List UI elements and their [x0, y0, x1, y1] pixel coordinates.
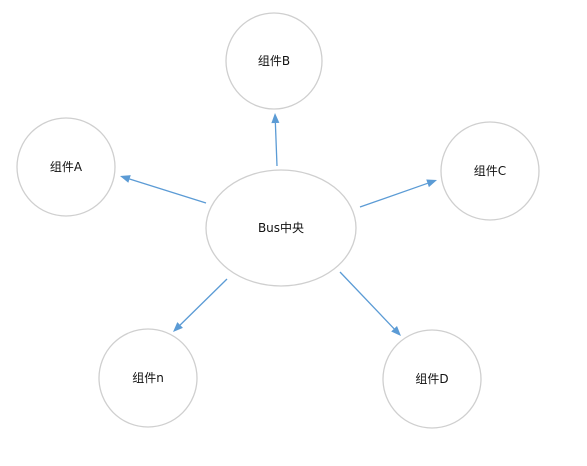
component-n-node: 组件n	[98, 328, 198, 428]
component-d-node: 组件D	[382, 329, 482, 429]
arrow-bus-to-comp-a	[120, 175, 207, 204]
arrow-bus-to-comp-d	[339, 271, 401, 336]
component-a-label: 组件A	[50, 160, 83, 174]
component-d-label: 组件D	[415, 372, 448, 386]
component-a-node: 组件A	[16, 117, 116, 217]
component-b-node: 组件B	[225, 12, 323, 110]
arrow-bus-to-comp-b	[271, 113, 280, 167]
arrow-bus-to-comp-c	[359, 179, 437, 208]
component-c-node: 组件C	[440, 121, 540, 221]
nodes: Bus中央 组件B 组件A 组件C 组件n 组件D	[16, 12, 540, 429]
bus-hub-node: Bus中央	[205, 169, 357, 287]
bus-hub-label: Bus中央	[258, 220, 304, 235]
arrow-bus-to-comp-n	[173, 278, 228, 332]
component-c-label: 组件C	[474, 164, 506, 178]
component-b-label: 组件B	[258, 54, 290, 68]
component-n-label: 组件n	[132, 371, 164, 385]
edges	[120, 113, 437, 336]
